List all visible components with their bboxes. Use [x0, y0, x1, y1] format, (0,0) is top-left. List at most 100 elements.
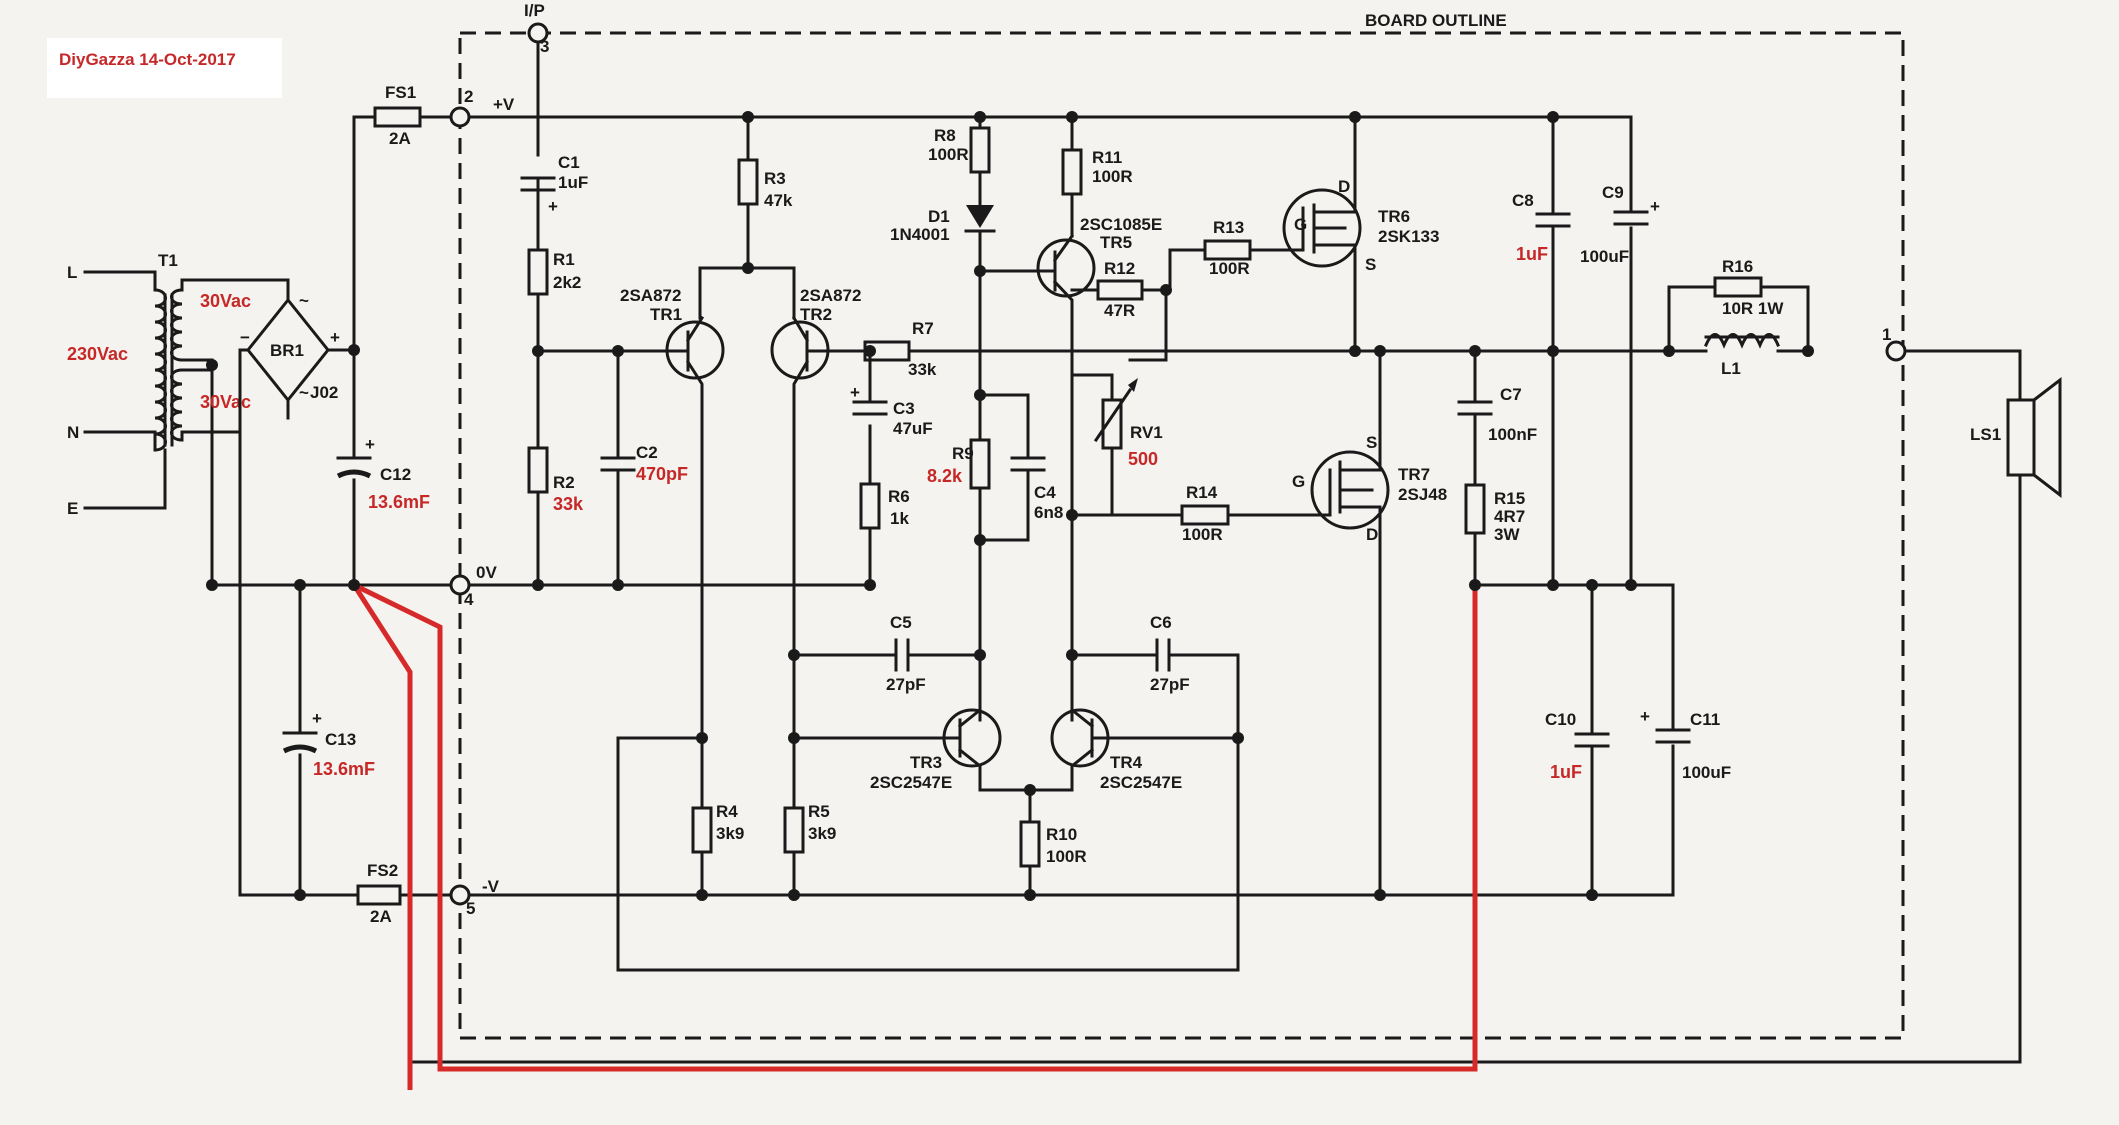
author-note: DiyGazza 14-Oct-2017: [47, 38, 282, 98]
svg-text:R2: R2: [553, 473, 575, 492]
svg-text:27pF: 27pF: [1150, 675, 1190, 694]
svg-text:2SJ48: 2SJ48: [1398, 485, 1447, 504]
svg-text:TR5: TR5: [1100, 233, 1132, 252]
svg-text:L1: L1: [1721, 359, 1741, 378]
svg-text:TR3: TR3: [910, 753, 942, 772]
capacitor-c8: C8 1uF: [1512, 115, 1571, 587]
fuse-fs1: FS1 2A: [373, 83, 422, 148]
transistor-tr1: 2SA872 TR1: [620, 286, 725, 740]
resistor-r9: R9 8.2k: [927, 229, 991, 722]
svg-text:-V: -V: [482, 877, 500, 896]
svg-text:C3: C3: [893, 399, 915, 418]
svg-text:TR1: TR1: [650, 305, 682, 324]
svg-text:R4: R4: [716, 802, 738, 821]
svg-text:100R: 100R: [928, 145, 969, 164]
t1-label: T1: [158, 251, 178, 270]
svg-text:500: 500: [1128, 449, 1158, 469]
svg-text:C9: C9: [1602, 183, 1624, 202]
svg-text:3k9: 3k9: [808, 824, 836, 843]
svg-text:R5: R5: [808, 802, 830, 821]
br1-label: BR1: [270, 341, 304, 360]
svg-text:R9: R9: [952, 444, 974, 463]
svg-text:C13: C13: [325, 730, 356, 749]
capacitor-c6: C6 27pF: [1070, 613, 1240, 740]
svg-text:S: S: [1365, 255, 1376, 274]
svg-text:TR2: TR2: [800, 305, 832, 324]
secondary-2-voltage: 30Vac: [200, 392, 251, 412]
resistor-r3: R3 47k: [737, 115, 793, 270]
j02-label: J02: [310, 383, 338, 402]
capacitor-c13: + C13 13.6mF: [282, 583, 375, 897]
svg-text:R16: R16: [1722, 257, 1753, 276]
mains-l-label: L: [67, 263, 77, 282]
capacitor-c11: + C11 100uF: [1640, 583, 1731, 897]
svg-text:R11: R11: [1092, 148, 1122, 167]
svg-text:47k: 47k: [764, 191, 793, 210]
svg-text:G: G: [1294, 215, 1307, 234]
svg-text:R7: R7: [912, 319, 934, 338]
capacitor-c10: C10 1uF: [1545, 583, 1610, 897]
svg-text:C6: C6: [1150, 613, 1172, 632]
svg-text:G: G: [1292, 472, 1305, 491]
svg-text:R10: R10: [1046, 825, 1077, 844]
svg-text:~: ~: [299, 291, 309, 310]
svg-text:1uF: 1uF: [1516, 244, 1548, 264]
terminals: 2 +V 4 0V 5 -V I/P 3 1: [449, 1, 1907, 918]
svg-text:+: +: [850, 383, 860, 402]
feedback-loop-wire: [616, 736, 1240, 972]
svg-text:D1: D1: [928, 207, 950, 226]
output-r16-l1: R16 10R 1W L1: [1667, 257, 1810, 378]
mosfet-tr6: D G S TR6 2SK133: [1278, 115, 1439, 353]
svg-text:+: +: [1650, 197, 1660, 216]
resistor-r2: R2 33k: [527, 446, 584, 587]
svg-text:100nF: 100nF: [1488, 425, 1537, 444]
svg-text:8.2k: 8.2k: [927, 466, 963, 486]
svg-text:2SC2547E: 2SC2547E: [870, 773, 952, 792]
svg-text:C4: C4: [1034, 483, 1056, 502]
svg-text:RV1: RV1: [1130, 423, 1163, 442]
resistor-r12: R12 47R: [1070, 248, 1182, 320]
svg-text:+: +: [330, 328, 340, 347]
svg-text:+: +: [365, 435, 375, 454]
svg-text:27pF: 27pF: [886, 675, 926, 694]
svg-text:C12: C12: [380, 465, 411, 484]
svg-text:C5: C5: [890, 613, 912, 632]
svg-text:100R: 100R: [1209, 259, 1250, 278]
svg-text:13.6mF: 13.6mF: [368, 492, 430, 512]
svg-text:2: 2: [464, 87, 473, 106]
svg-text:TR4: TR4: [1110, 753, 1143, 772]
transistor-tr2: 2SA872 TR2: [770, 286, 867, 897]
capacitor-c3: + C3 47uF: [850, 349, 933, 486]
svg-text:3: 3: [540, 37, 549, 56]
svg-text:2SC2547E: 2SC2547E: [1100, 773, 1182, 792]
svg-text:LS1: LS1: [1970, 425, 2001, 444]
mosfet-tr7: S G D TR7 2SJ48: [1226, 349, 1447, 897]
transistor-tr5: 2SC1085E TR5: [978, 215, 1162, 392]
svg-text:1N4001: 1N4001: [890, 225, 950, 244]
mains-e-label: E: [67, 499, 78, 518]
svg-text:2SC1085E: 2SC1085E: [1080, 215, 1162, 234]
svg-text:10R 1W: 10R 1W: [1722, 299, 1784, 318]
svg-text:13.6mF: 13.6mF: [313, 759, 375, 779]
mains-n-label: N: [67, 423, 79, 442]
svg-text:2A: 2A: [389, 129, 411, 148]
svg-text:4: 4: [464, 590, 474, 609]
svg-text:4R7: 4R7: [1494, 507, 1525, 526]
mains-voltage: 230Vac: [67, 344, 128, 364]
svg-text:2SA872: 2SA872: [800, 286, 861, 305]
resistor-r4: R4 3k9: [691, 736, 744, 897]
svg-text:D: D: [1366, 525, 1378, 544]
capacitor-c1: C1 1uF +: [520, 153, 588, 252]
svg-text:S: S: [1366, 433, 1377, 452]
resistor-r6: R6 1k: [859, 482, 910, 587]
svg-text:C7: C7: [1500, 385, 1522, 404]
bridge-rectifier-br1: BR1 J02 − + ~ ~: [238, 115, 377, 897]
capacitor-c4: C4 6n8: [978, 393, 1063, 542]
svg-text:C11: C11: [1690, 710, 1720, 729]
svg-text:D: D: [1338, 177, 1350, 196]
svg-text:R15: R15: [1494, 489, 1525, 508]
svg-text:1uF: 1uF: [558, 173, 588, 192]
resistor-r10: R10 100R: [1019, 788, 1087, 897]
capacitor-c9: C9 + 100uF: [1580, 115, 1660, 587]
svg-text:100R: 100R: [1182, 525, 1223, 544]
